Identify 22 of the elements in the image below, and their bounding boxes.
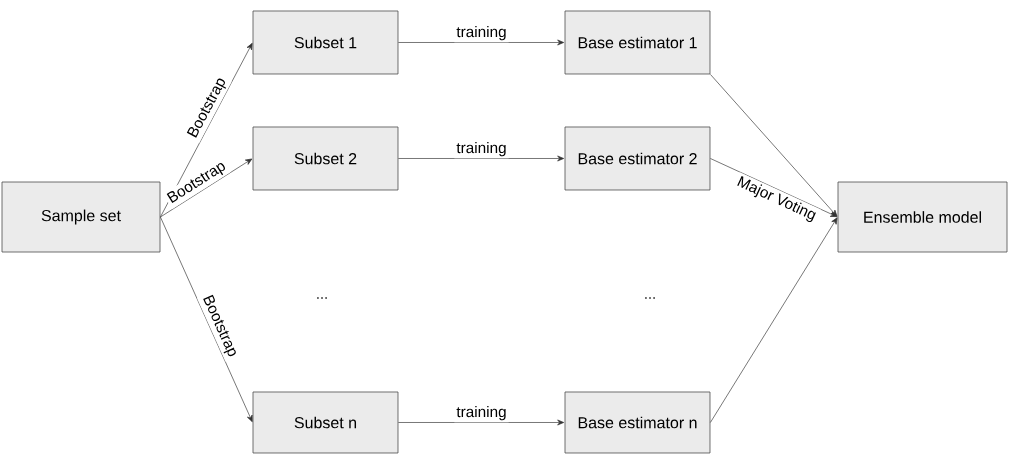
arrow [398,39,565,46]
process-box: Base estimator n [564,391,711,454]
arrow [398,419,565,426]
arrow [710,74,838,217]
ellipsis-label: ... [317,297,327,299]
edge-label: training [454,139,509,159]
ellipsis-label: ... [645,297,655,299]
arrow [160,158,253,218]
arrow [160,216,253,423]
process-box: Base estimator 2 [564,126,711,191]
process-box: Base estimator 1 [564,10,711,75]
process-box: Sample set [1,181,161,253]
arrow [398,155,565,162]
arrow [710,158,838,217]
process-box: Ensemble model [837,181,1008,253]
edge-label: training [454,23,509,43]
edge-label: training [454,403,509,423]
arrow [160,42,253,218]
process-box: Subset 1 [252,10,399,75]
arrow [710,217,838,423]
process-box: Subset 2 [252,126,399,191]
process-box: Subset n [252,391,399,454]
